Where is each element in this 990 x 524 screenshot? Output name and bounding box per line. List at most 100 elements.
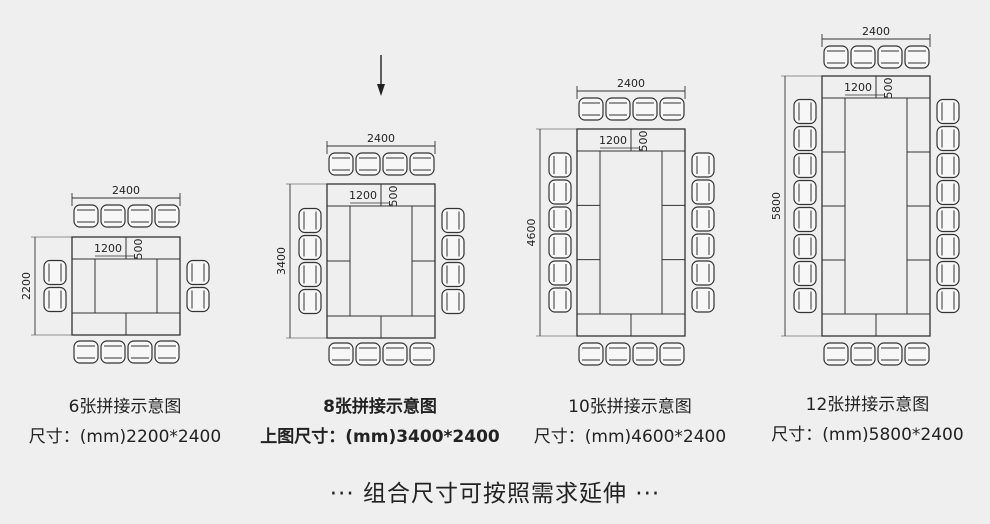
chair-outline [793, 260, 817, 287]
overall-width-label: 2400 [112, 184, 140, 197]
chair-outline [441, 261, 465, 288]
chair-icon [298, 234, 322, 261]
chair-icon [605, 342, 631, 366]
chair-icon [355, 342, 381, 366]
table-width-label: 1200 [844, 81, 872, 94]
chair-outline [793, 152, 817, 179]
chair-icon [936, 125, 960, 152]
table-outline [576, 128, 686, 337]
chair-outline [328, 152, 354, 176]
chair-outline [548, 179, 572, 205]
chair-outline [548, 206, 572, 232]
overall-height-label: 5800 [770, 192, 783, 220]
chair-icon [793, 287, 817, 314]
chair-icon [127, 204, 153, 228]
chair-outline [441, 207, 465, 234]
chair-icon [877, 45, 903, 69]
chair-icon [409, 152, 435, 176]
chair-icon [100, 204, 126, 228]
chair-icon [936, 260, 960, 287]
table-depth-label: 500 [882, 78, 895, 99]
down-arrow-icon [377, 55, 385, 96]
chair-outline [850, 45, 876, 69]
overall-height-label: 3400 [275, 247, 288, 275]
chair-icon [441, 207, 465, 234]
chair-outline [793, 233, 817, 260]
chair-icon [441, 261, 465, 288]
chair-icon [793, 179, 817, 206]
chair-outline [936, 152, 960, 179]
chair-outline [127, 340, 153, 364]
chair-outline [691, 179, 715, 205]
chair-icon [382, 342, 408, 366]
chair-icon [936, 206, 960, 233]
chair-outline [382, 152, 408, 176]
chair-outline [441, 288, 465, 315]
chair-outline [409, 152, 435, 176]
chair-outline [793, 206, 817, 233]
chair-outline [632, 342, 658, 366]
chair-outline [298, 288, 322, 315]
chair-outline [904, 342, 930, 366]
layout-2-title: 8张拼接示意图 [323, 397, 437, 417]
footer-note: ··· 组合尺寸可按照需求延伸 ··· [329, 481, 661, 507]
chair-icon [904, 342, 930, 366]
chair-icon [632, 342, 658, 366]
overall-height-label: 2200 [20, 272, 33, 300]
chair-icon [355, 152, 381, 176]
chair-outline [355, 342, 381, 366]
chair-outline [936, 260, 960, 287]
chair-outline [632, 97, 658, 121]
table-width-label: 1200 [599, 134, 627, 147]
chair-icon [548, 152, 572, 178]
chair-outline [936, 206, 960, 233]
chair-outline [73, 340, 99, 364]
table-depth-label: 500 [132, 239, 145, 260]
chair-outline [548, 152, 572, 178]
table-depth-label: 500 [387, 186, 400, 207]
chair-outline [936, 233, 960, 260]
chair-outline [548, 233, 572, 259]
chair-icon [578, 342, 604, 366]
table-depth-label: 500 [637, 131, 650, 152]
chair-outline [548, 260, 572, 286]
chair-outline [691, 152, 715, 178]
layout-2-size: 上图尺寸：(mm)3400*2400 [260, 427, 500, 447]
chair-icon [877, 342, 903, 366]
chair-outline [154, 204, 180, 228]
chair-outline [578, 97, 604, 121]
chair-outline [154, 340, 180, 364]
chair-outline [793, 125, 817, 152]
layout-1: 1200 500 2400 2200 [20, 184, 210, 364]
chair-outline [936, 125, 960, 152]
chair-outline [298, 234, 322, 261]
chair-icon [328, 152, 354, 176]
chair-outline [877, 342, 903, 366]
chair-icon [298, 288, 322, 315]
chair-icon [548, 206, 572, 232]
chair-icon [793, 260, 817, 287]
chair-outline [355, 152, 381, 176]
chair-icon [850, 45, 876, 69]
chair-outline [691, 287, 715, 313]
chair-outline [186, 259, 210, 286]
layout-3-size: 尺寸：(mm)4600*2400 [533, 427, 727, 447]
chair-icon [298, 207, 322, 234]
overall-height-label: 4600 [525, 219, 538, 247]
chair-outline [186, 286, 210, 313]
chair-icon [578, 97, 604, 121]
chair-icon [936, 233, 960, 260]
chair-icon [605, 97, 631, 121]
chair-icon [823, 342, 849, 366]
chair-outline [793, 98, 817, 125]
chair-icon [793, 152, 817, 179]
chair-icon [850, 342, 876, 366]
chair-icon [691, 287, 715, 313]
chair-icon [936, 287, 960, 314]
chair-outline [691, 260, 715, 286]
table-width-label: 1200 [94, 242, 122, 255]
